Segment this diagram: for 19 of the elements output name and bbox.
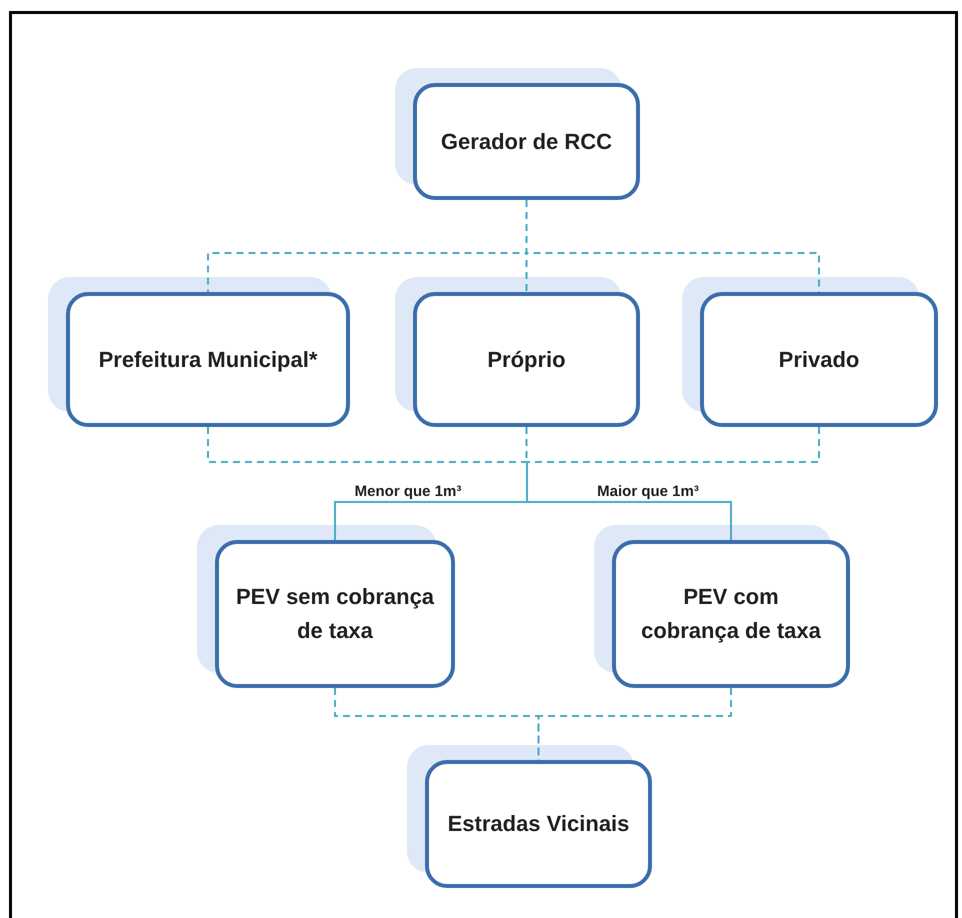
edge-label: Menor que 1m³ bbox=[352, 483, 464, 500]
process-box bbox=[413, 292, 640, 427]
box-label: Privado bbox=[778, 346, 860, 374]
box-label: PEV com cobrança de taxa bbox=[640, 583, 822, 645]
box-label: Estradas Vicinais bbox=[448, 810, 630, 838]
process-box bbox=[700, 292, 938, 427]
dashed-connector bbox=[526, 200, 820, 292]
box-label: Prefeitura Municipal* bbox=[98, 346, 318, 374]
process-box bbox=[425, 760, 652, 888]
process-box bbox=[612, 540, 850, 688]
box-label: Próprio bbox=[487, 346, 566, 374]
process-box bbox=[66, 292, 350, 427]
edge-label: Maior que 1m³ bbox=[595, 483, 701, 500]
dashed-connector bbox=[526, 427, 732, 540]
process-box bbox=[413, 83, 640, 200]
box-label: PEV sem cobrança de taxa bbox=[235, 583, 435, 645]
process-box bbox=[215, 540, 455, 688]
dashed-connector bbox=[538, 688, 732, 760]
box-label: Gerador de RCC bbox=[440, 128, 612, 156]
